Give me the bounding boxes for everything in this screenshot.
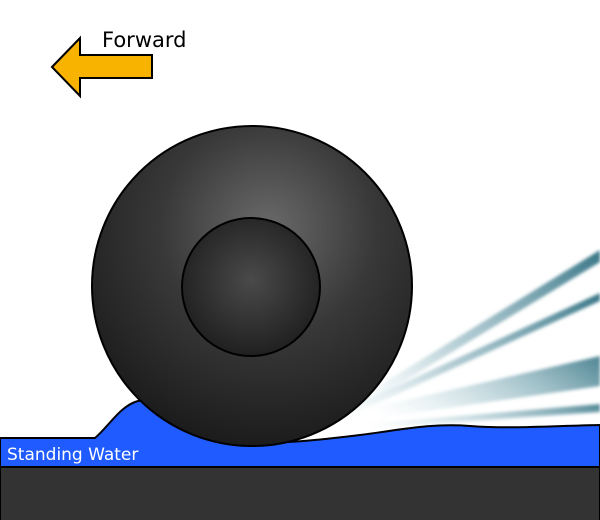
wheel-hub xyxy=(181,217,321,357)
forward-label: Forward xyxy=(102,28,186,52)
road-surface xyxy=(0,465,600,520)
standing-water-label: Standing Water xyxy=(7,445,138,465)
tire xyxy=(91,125,413,447)
water-spray xyxy=(318,250,600,432)
left-arrow-icon xyxy=(50,35,153,99)
